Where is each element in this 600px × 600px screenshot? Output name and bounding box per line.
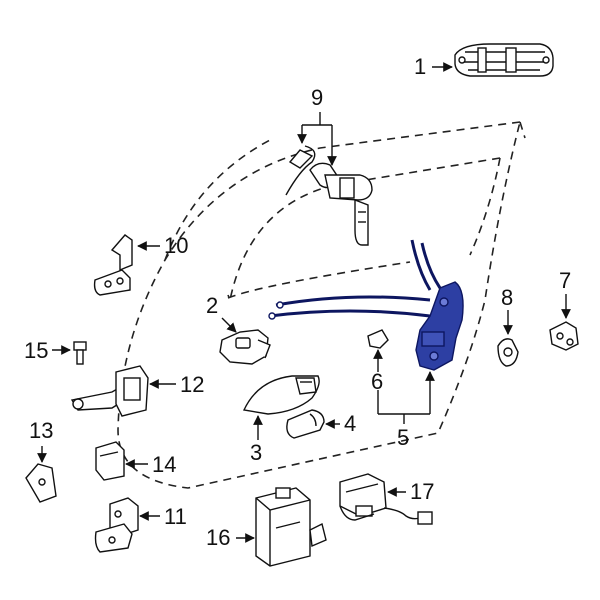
callout-17: 17 bbox=[410, 479, 435, 504]
lower-bracket-part bbox=[25, 463, 57, 503]
door-check-part bbox=[70, 365, 149, 417]
callout-4: 4 bbox=[344, 411, 357, 436]
callout-7: 7 bbox=[559, 268, 572, 293]
callout-9: 9 bbox=[311, 85, 324, 110]
lock-motor-part bbox=[339, 473, 433, 525]
callout-6: 6 bbox=[371, 369, 384, 394]
callout-1: 1 bbox=[414, 54, 427, 79]
striker-cover-part bbox=[497, 338, 519, 367]
control-module-part bbox=[255, 487, 327, 567]
inside-lock-knob-part bbox=[286, 409, 325, 439]
callout-2: 2 bbox=[206, 293, 219, 318]
callout-12: 12 bbox=[180, 372, 205, 397]
callout-10: 10 bbox=[164, 233, 189, 258]
callout-15: 15 bbox=[24, 338, 49, 363]
bolt-part bbox=[73, 341, 87, 365]
door-lock-actuator-part bbox=[268, 239, 464, 371]
callout-16: 16 bbox=[206, 525, 231, 550]
callout-8: 8 bbox=[501, 285, 514, 310]
clip-part bbox=[367, 329, 389, 349]
inside-handle-part bbox=[242, 375, 320, 415]
handle-frame-part bbox=[219, 329, 271, 365]
lower-hinge-part bbox=[94, 497, 139, 553]
striker-part bbox=[549, 321, 579, 351]
callout-5: 5 bbox=[397, 425, 410, 450]
callout-3: 3 bbox=[250, 440, 263, 465]
leader-arrows bbox=[37, 62, 571, 543]
callout-13: 13 bbox=[29, 418, 54, 443]
callout-11: 11 bbox=[164, 504, 187, 529]
outside-handle-part bbox=[454, 43, 554, 77]
callout-14: 14 bbox=[152, 452, 177, 477]
lock-cylinder-part bbox=[285, 145, 373, 246]
upper-hinge-part bbox=[93, 234, 133, 296]
hinge-cover-part bbox=[95, 441, 125, 481]
